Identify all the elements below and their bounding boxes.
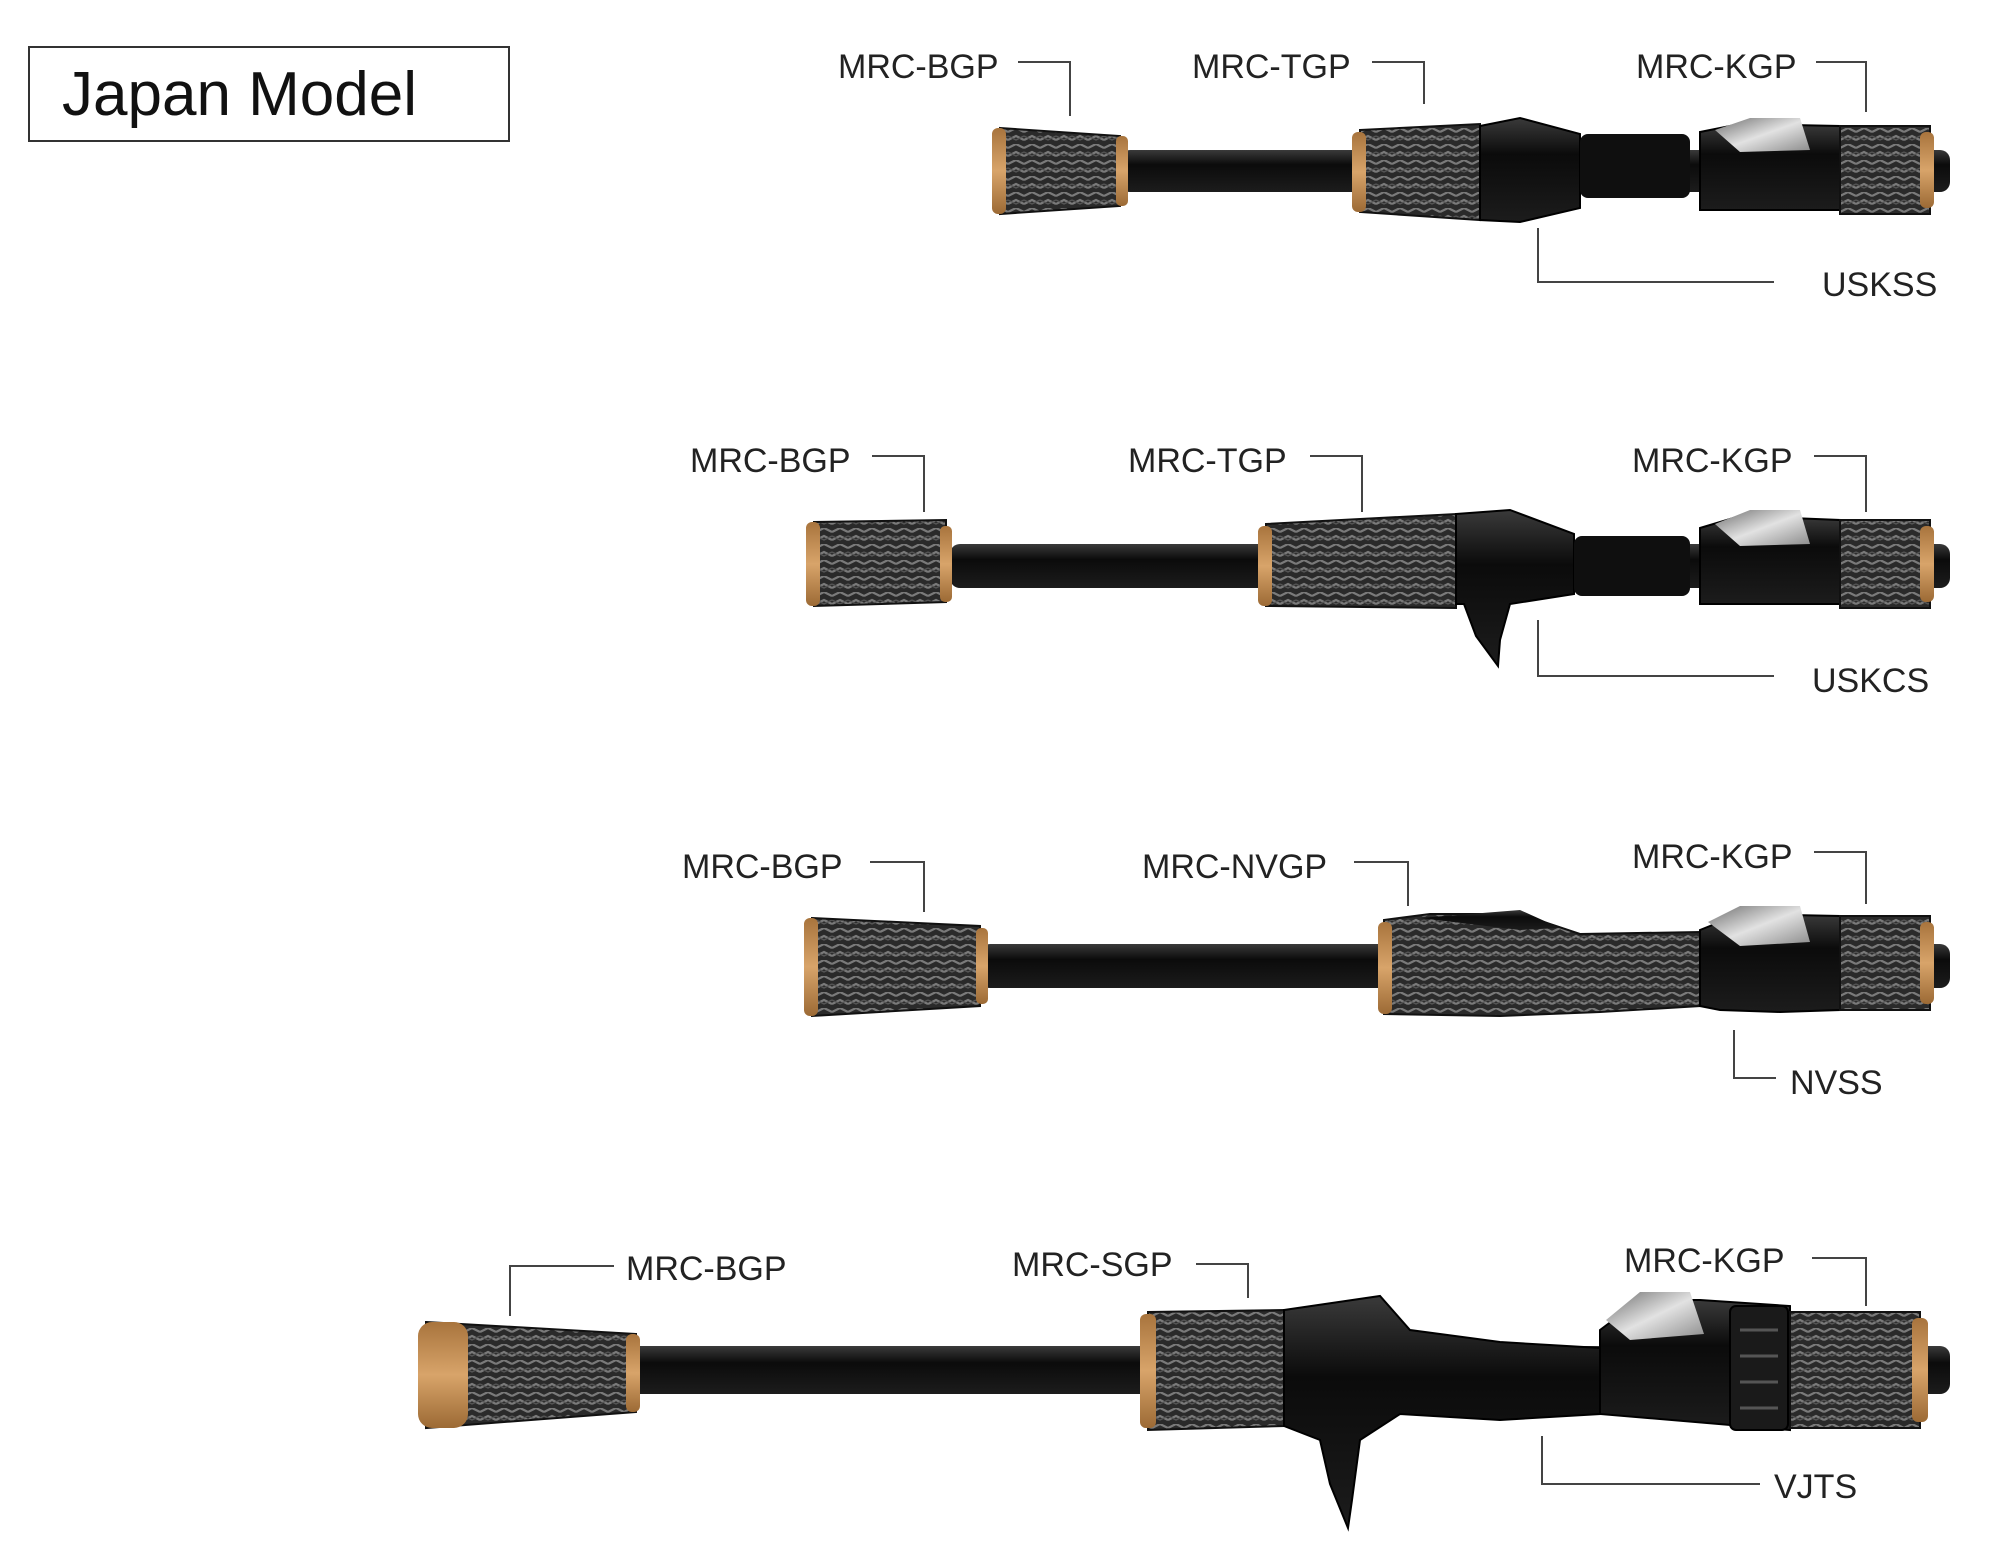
rod-3-reel-seat <box>1699 906 1841 1014</box>
rod-3-winding-grip <box>1839 915 1934 1011</box>
rod-4-seat-label: VJTS <box>1774 1468 1857 1506</box>
rod-1: MRC-BGP MRC-TGP MRC-KGP USKSS <box>838 48 1950 304</box>
rod-1-winding-grip <box>1839 125 1934 215</box>
rod-2: MRC-BGP MRC-TGP MRC-KGP USKCS <box>690 442 1950 700</box>
rod-1-fore-grip <box>1352 122 1481 222</box>
rod-2-winding-label: MRC-KGP <box>1632 442 1793 480</box>
rod-4-butt-grip <box>418 1320 640 1430</box>
rod-4-leaders <box>509 1257 1867 1485</box>
rod-3-fore-label: MRC-NVGP <box>1142 848 1327 886</box>
rod-2-fore-label: MRC-TGP <box>1128 442 1287 480</box>
rod-2-winding-grip <box>1839 519 1934 609</box>
rod-4-butt-label: MRC-BGP <box>626 1250 787 1288</box>
rod-3-leaders <box>870 851 1867 1079</box>
rod-2-butt-grip <box>806 518 952 608</box>
rod-3-butt-label: MRC-BGP <box>682 848 843 886</box>
rod-2-butt-label: MRC-BGP <box>690 442 851 480</box>
rod-2-reel-seat <box>1455 508 1841 669</box>
rod-1-butt-label: MRC-BGP <box>838 48 999 86</box>
rod-4-fore-grip <box>1140 1308 1285 1432</box>
rod-3: MRC-BGP MRC-NVGP MRC-KGP NVSS <box>682 838 1950 1102</box>
rod-2-fore-grip <box>1258 512 1457 610</box>
rod-3-butt-grip <box>804 916 988 1018</box>
page-title: Japan Model <box>28 46 510 142</box>
rod-2-leaders <box>872 455 1867 677</box>
rod-1-reel-seat <box>1479 116 1841 224</box>
rod-2-seat-label: USKCS <box>1812 662 1929 700</box>
rod-4-winding-label: MRC-KGP <box>1624 1242 1785 1280</box>
rod-3-winding-label: MRC-KGP <box>1632 838 1793 876</box>
rod-1-butt-grip <box>992 126 1128 216</box>
rod-4-reel-seat <box>1283 1292 1791 1532</box>
rod-4-fore-label: MRC-SGP <box>1012 1246 1173 1284</box>
rod-1-seat-label: USKSS <box>1822 266 1937 304</box>
rod-1-winding-label: MRC-KGP <box>1636 48 1797 86</box>
rod-3-seat-label: NVSS <box>1790 1064 1883 1102</box>
rod-1-leaders <box>1018 61 1867 283</box>
rod-1-fore-label: MRC-TGP <box>1192 48 1351 86</box>
rod-4: MRC-BGP MRC-SGP MRC-KGP VJTS <box>418 1242 1950 1532</box>
rod-3-fore-grip <box>1378 910 1701 1018</box>
rod-4-winding-grip <box>1789 1311 1928 1429</box>
